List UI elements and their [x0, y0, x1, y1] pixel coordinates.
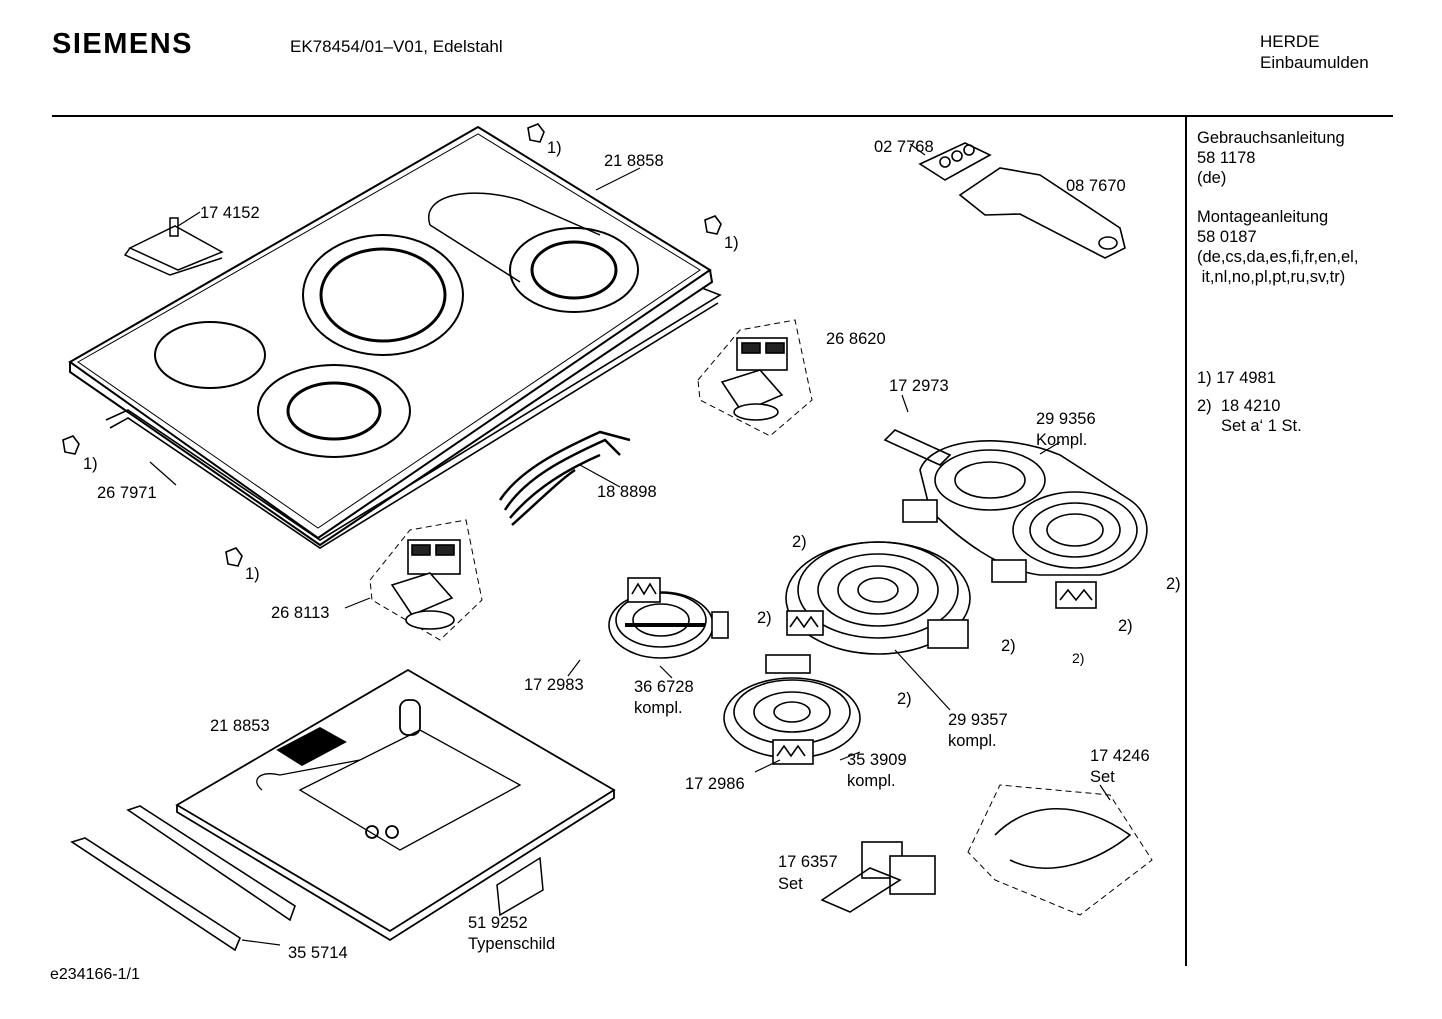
mounting-bracket — [123, 217, 224, 276]
large-round-heating-element — [785, 541, 971, 655]
model-title: EK78454/01–V01, Edelstahl — [290, 37, 503, 56]
footnote-2: 2) 18 4210 — [1197, 397, 1281, 415]
mounting-number: 58 0187 — [1197, 228, 1257, 246]
mounting-languages-2: it,nl,no,pl,pt,ru,sv,tr) — [1197, 268, 1346, 286]
note-ref-1d: 1) — [245, 565, 260, 583]
note-ref-2b: 2) — [757, 609, 772, 627]
note-ref-1a: 1) — [547, 139, 562, 157]
terminal-block-set — [820, 841, 936, 913]
part-label-188898: 18 8898 — [597, 483, 657, 501]
note-ref-2a: 2) — [792, 533, 807, 551]
note-ref-2c: 2) — [1001, 637, 1016, 655]
drawing-id: e234166-1/1 — [50, 966, 140, 983]
small-round-heating-element — [608, 591, 729, 659]
glass-cooktop — [68, 125, 714, 547]
mounting-rails — [70, 805, 296, 952]
part-label-218853: 21 8853 — [210, 717, 270, 735]
manual-number: 58 1178 — [1197, 149, 1256, 167]
oval-heating-element — [883, 429, 1148, 583]
part-label-176357: 17 6357 — [778, 853, 838, 871]
part-label-299357: 29 9357 — [948, 711, 1008, 729]
heater-symbol-boxes — [627, 577, 1097, 765]
part-label-299356: 29 9356 — [1036, 410, 1096, 428]
manual-language: (de) — [1197, 169, 1227, 187]
gasket-frame — [105, 287, 722, 549]
part-label-176357-suffix: Set — [778, 875, 803, 893]
part-label-299357-suffix: kompl. — [948, 732, 997, 750]
part-label-174246-suffix: Set — [1090, 768, 1115, 786]
part-label-519252-suffix: Typenschild — [468, 935, 556, 953]
leader-lines — [149, 143, 1111, 946]
part-label-172986: 17 2986 — [685, 775, 745, 793]
note-ref-1c: 1) — [83, 455, 98, 473]
manual-title: Gebrauchsanleitung — [1197, 129, 1345, 147]
type-plate — [496, 856, 544, 917]
note-ref-2d: 2) — [1118, 617, 1133, 635]
part-label-268113: 26 8113 — [271, 604, 330, 622]
part-label-267971: 26 7971 — [97, 484, 157, 502]
footnote-2-detail: Set a‘ 1 St. — [1221, 417, 1302, 435]
part-label-366728: 36 6728 — [634, 678, 694, 696]
part-label-172983: 17 2983 — [524, 676, 584, 694]
part-label-087670: 08 7670 — [1066, 177, 1126, 195]
part-label-174152: 17 4152 — [200, 204, 260, 222]
scraper-tool — [918, 142, 1126, 259]
category-line-2: Einbaumulden — [1260, 53, 1369, 72]
heating-coil-set — [967, 784, 1153, 916]
wiring-harness — [498, 430, 631, 526]
note-ref-2e: 2) — [1166, 575, 1181, 593]
part-label-174246: 17 4246 — [1090, 747, 1150, 765]
footnote-1: 1) 17 4981 — [1197, 369, 1276, 387]
part-label-027768: 02 7768 — [874, 138, 934, 156]
part-label-299356-suffix: Kompl. — [1036, 431, 1088, 449]
switch-module-lower — [369, 519, 483, 641]
part-label-353909-suffix: kompl. — [847, 772, 896, 790]
note-ref-2g: 2) — [897, 690, 912, 708]
part-label-268620: 26 8620 — [826, 330, 886, 348]
mounting-languages-1: (de,cs,da,es,fi,fr,en,el, — [1197, 248, 1359, 266]
part-label-218858: 21 8858 — [604, 152, 664, 170]
part-label-353909: 35 3909 — [847, 751, 907, 769]
clip-parts — [62, 123, 722, 567]
switch-module-upper — [697, 319, 813, 437]
bottom-tray — [175, 668, 616, 942]
note-ref-1b: 1) — [724, 234, 739, 252]
part-label-366728-suffix: kompl. — [634, 699, 683, 717]
category-line-1: HERDE — [1260, 32, 1320, 51]
mounting-title: Montageanleitung — [1197, 208, 1329, 226]
brand-logo: SIEMENS — [52, 28, 194, 60]
part-label-519252: 51 9252 — [468, 914, 528, 932]
part-label-355714: 35 5714 — [288, 944, 348, 962]
note-ref-2f: 2) — [1072, 650, 1085, 666]
part-label-172973: 17 2973 — [889, 377, 949, 395]
